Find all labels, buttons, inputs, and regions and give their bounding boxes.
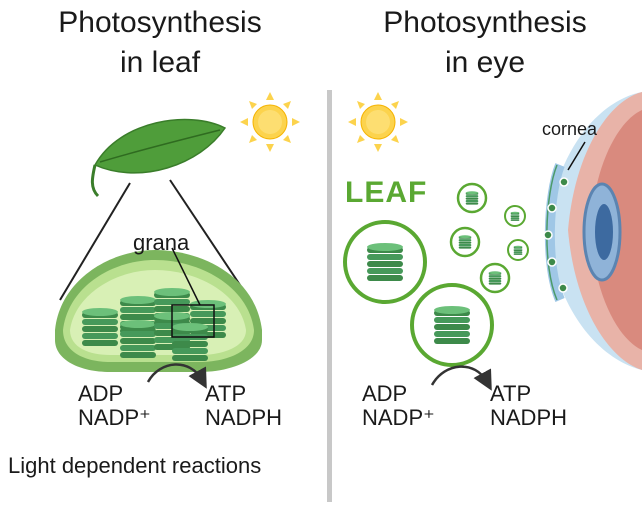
right-output-nadph: NADPH <box>490 405 568 430</box>
cornea-dots <box>543 177 569 293</box>
left-output-atp: ATP <box>205 381 247 406</box>
left-input-adp: ADP <box>78 381 124 406</box>
panel-divider <box>327 90 332 502</box>
leaf-word: LEAF <box>345 176 428 209</box>
light-dependent-caption: Light dependent reactions <box>8 453 262 478</box>
sun-icon-right <box>347 91 409 153</box>
right-title-line1: Photosynthesis <box>383 6 587 39</box>
left-input-nadp: NADP⁺ <box>78 405 151 430</box>
sun-icon-left <box>239 91 301 153</box>
leaf-icon <box>90 118 227 198</box>
right-output-atp: ATP <box>490 381 532 406</box>
right-input-adp: ADP <box>362 381 408 406</box>
right-input-nadp: NADP⁺ <box>362 405 435 430</box>
left-title-line2: in leaf <box>119 46 201 79</box>
eye-illustration <box>544 92 642 370</box>
cornea-label: cornea <box>542 119 598 139</box>
grana-label: grana <box>133 230 190 255</box>
right-title-line2: in eye <box>444 46 526 79</box>
circled-grana <box>343 182 529 367</box>
left-title-line1: Photosynthesis <box>58 6 262 39</box>
left-output-nadph: NADPH <box>205 405 283 430</box>
